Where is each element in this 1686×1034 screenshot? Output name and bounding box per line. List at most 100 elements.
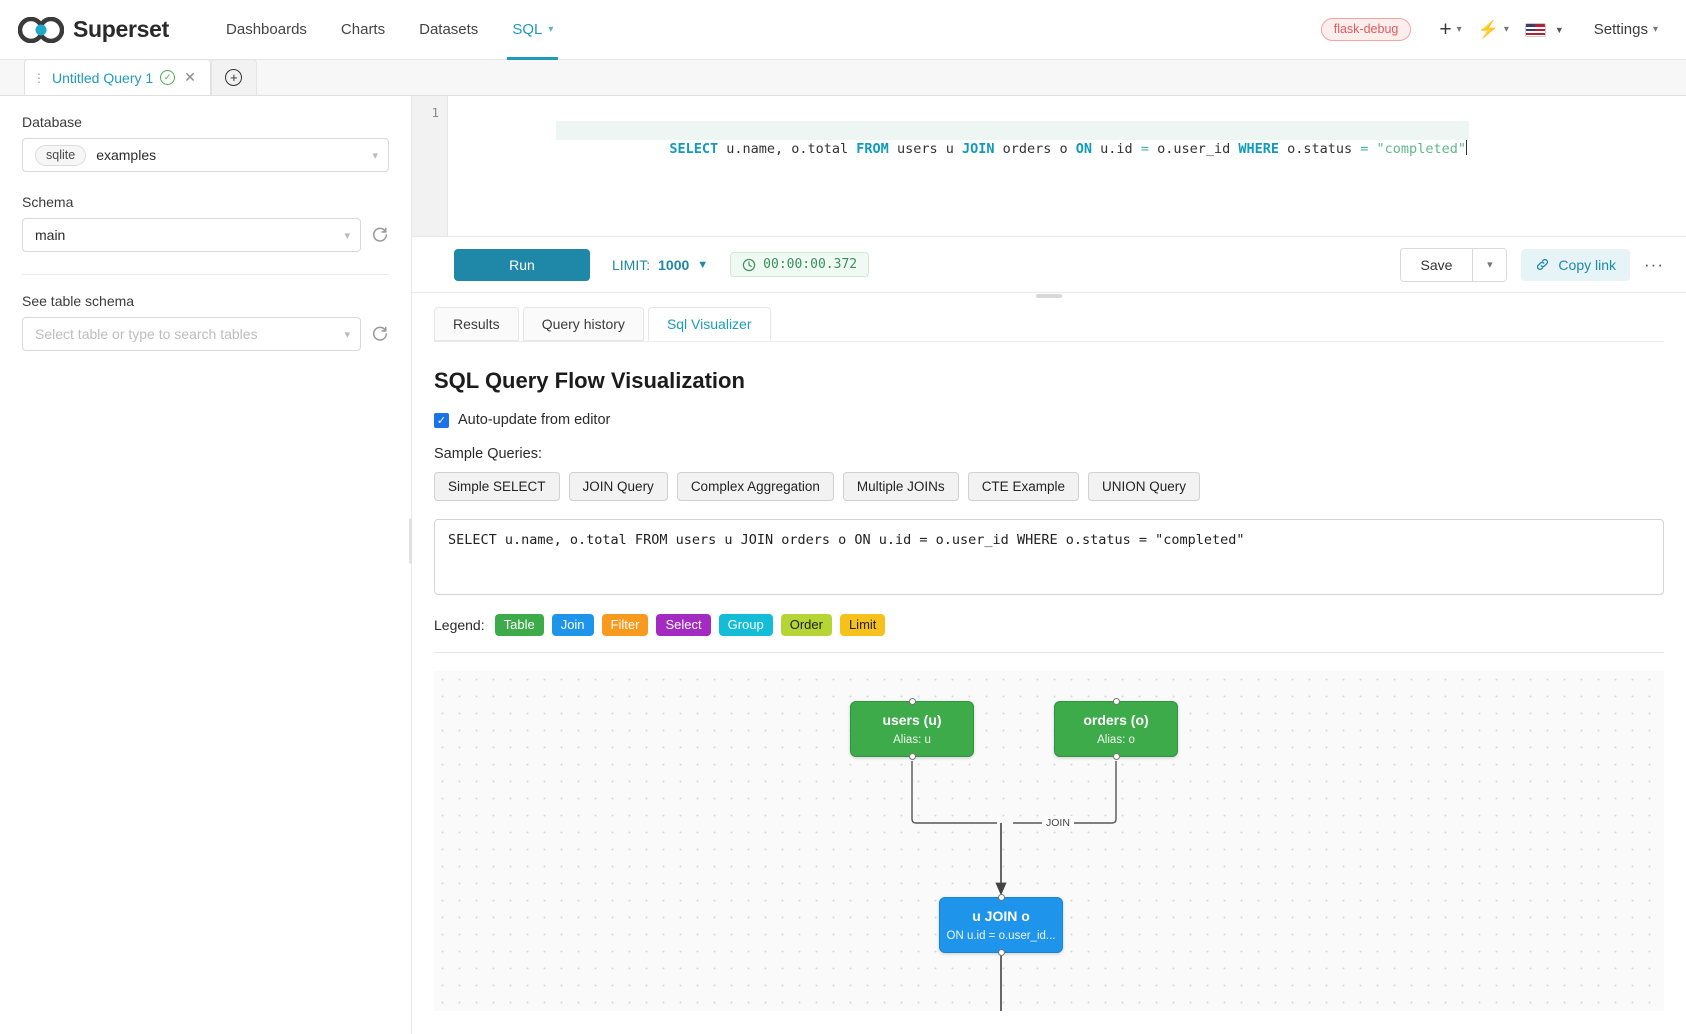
query-tab-label: Untitled Query 1 <box>52 69 154 86</box>
right-editor-panel: 1 SELECT u.name, o.total FROM users u JO… <box>412 96 1686 1034</box>
left-config-panel: Database sqlite examples ▾ Schema main ▾ <box>0 96 414 1034</box>
copy-link-button[interactable]: Copy link <box>1521 248 1631 281</box>
result-tabs: Results Query history Sql Visualizer <box>412 293 1686 341</box>
settings-label: Settings <box>1593 21 1648 38</box>
chevron-down-icon: ▾ <box>372 149 378 162</box>
language-picker[interactable]: ▼ <box>1519 19 1570 41</box>
legend-chip-table: Table <box>494 614 544 636</box>
port-top-icon <box>908 698 916 705</box>
toolbar-right-group: Save ▾ Copy link ··· <box>1399 247 1665 282</box>
tab-query-history[interactable]: Query history <box>522 307 644 341</box>
sql-input-textarea[interactable] <box>434 519 1664 595</box>
token-completed: "completed" <box>1368 141 1466 157</box>
plus-icon: + <box>1439 18 1452 41</box>
port-bottom-icon <box>997 949 1005 956</box>
token-join: JOIN <box>961 141 995 157</box>
table-select[interactable]: Select table or type to search tables ▾ <box>22 317 361 351</box>
node-users[interactable]: users (u) Alias: u <box>850 698 974 760</box>
caret-down-icon: ▼ <box>1554 24 1564 35</box>
top-navbar: Superset Dashboards Charts Datasets SQL … <box>0 0 1686 60</box>
flow-canvas[interactable]: JOIN users (u) Alias: u orders (o) Alias… <box>434 671 1664 1011</box>
token-users: users u <box>888 141 962 157</box>
brand-logo-group[interactable]: Superset <box>18 16 169 43</box>
nav-link-dashboards[interactable]: Dashboards <box>209 0 324 60</box>
sample-btn-cte-example[interactable]: CTE Example <box>967 472 1079 501</box>
node-orders[interactable]: orders (o) Alias: o <box>1054 698 1178 760</box>
auto-update-checkbox[interactable]: ✓ <box>434 412 449 428</box>
add-query-tab-button[interactable]: + <box>210 59 257 95</box>
legend-divider <box>434 652 1664 653</box>
refresh-tables-icon[interactable] <box>371 325 389 343</box>
sample-btn-join-query[interactable]: JOIN Query <box>568 472 668 501</box>
chevron-down-icon: ▾ <box>1503 24 1509 35</box>
legend-chip-join: Join <box>551 614 594 636</box>
sample-btn-multiple-joins[interactable]: Multiple JOINs <box>842 472 959 501</box>
edge-label-join: JOIN <box>1042 816 1074 830</box>
token-where: WHERE <box>1238 141 1279 157</box>
superset-logo-icon <box>18 16 64 43</box>
query-timer: 00:00:00.372 <box>730 252 870 277</box>
nav-link-dashboards-label: Dashboards <box>226 21 307 38</box>
copy-link-label: Copy link <box>1558 256 1617 273</box>
legend-chip-filter: Filter <box>601 614 649 636</box>
port-bottom-icon <box>908 753 916 760</box>
panel-divider <box>22 274 389 275</box>
query-tab-bar: ⋮ Untitled Query 1 ✓ ✕ + <box>0 59 1686 96</box>
ace-editor[interactable]: 1 SELECT u.name, o.total FROM users u JO… <box>412 96 1686 236</box>
editor-split-resize-handle[interactable] <box>1036 294 1062 298</box>
save-button[interactable]: Save <box>1400 248 1473 281</box>
editor-line-1: SELECT u.name, o.total FROM users u JOIN… <box>555 121 1469 157</box>
quick-actions-button[interactable]: ⚡ ▾ <box>1472 17 1515 42</box>
port-top-icon <box>1112 698 1120 705</box>
refresh-schema-icon[interactable] <box>371 226 389 244</box>
link-icon <box>1537 258 1549 271</box>
legend-chip-group: Group <box>718 614 773 636</box>
schema-label: Schema <box>22 194 74 210</box>
tab-sql-visualizer[interactable]: Sql Visualizer <box>647 307 771 341</box>
limit-dropdown[interactable]: LIMIT: 1000 ▼ <box>612 257 708 273</box>
editor-code-area[interactable]: SELECT u.name, o.total FROM users u JOIN… <box>448 96 1686 236</box>
auto-update-row: ✓ Auto-update from editor <box>434 412 1664 428</box>
sample-query-buttons: Simple SELECT JOIN Query Complex Aggrega… <box>434 472 1664 501</box>
more-options-icon[interactable]: ··· <box>1644 254 1664 274</box>
tab-results[interactable]: Results <box>434 307 519 341</box>
nav-link-sql-label: SQL <box>512 21 543 38</box>
close-icon[interactable]: ✕ <box>184 69 196 85</box>
new-item-button[interactable]: + ▾ <box>1433 15 1467 44</box>
drag-dots-icon: ⋮ <box>33 70 45 85</box>
database-value: examples <box>96 147 157 163</box>
query-tab-untitled-query-1[interactable]: ⋮ Untitled Query 1 ✓ ✕ <box>24 59 211 95</box>
node-join[interactable]: u JOIN o ON u.id = o.user_id... <box>939 894 1063 956</box>
auto-update-label: Auto-update from editor <box>458 412 611 428</box>
token-orders: orders o <box>994 141 1076 157</box>
node-orders-title: orders (o) <box>1083 712 1149 728</box>
save-dropdown-chevron-down-icon[interactable]: ▾ <box>1472 248 1507 281</box>
nav-link-datasets[interactable]: Datasets <box>402 0 495 60</box>
chevron-down-icon: ▾ <box>344 229 350 242</box>
nav-link-sql[interactable]: SQL ▾ <box>495 0 570 60</box>
nav-link-charts[interactable]: Charts <box>324 0 402 60</box>
node-join-title: u JOIN o <box>972 908 1030 924</box>
chevron-down-icon: ▾ <box>344 328 350 341</box>
port-bottom-icon <box>1112 753 1120 760</box>
database-select[interactable]: sqlite examples ▾ <box>22 138 389 172</box>
main-body: Database sqlite examples ▾ Schema main ▾ <box>0 96 1686 1034</box>
node-users-subtitle: Alias: u <box>893 734 931 746</box>
sample-btn-union-query[interactable]: UNION Query <box>1087 472 1200 501</box>
schema-value: main <box>35 227 66 243</box>
panel-resize-handle[interactable] <box>409 518 414 565</box>
timer-value: 00:00:00.372 <box>763 257 858 272</box>
run-button[interactable]: Run <box>454 248 590 281</box>
database-field-group: Database sqlite examples ▾ <box>22 114 389 172</box>
token-from: FROM <box>856 141 889 157</box>
editor-toolbar: Run LIMIT: 1000 ▼ 00:00:00.372 Save <box>412 237 1686 298</box>
schema-select[interactable]: main ▾ <box>22 218 361 252</box>
sample-btn-simple-select[interactable]: Simple SELECT <box>434 472 560 501</box>
us-flag-icon <box>1524 22 1546 37</box>
nav-link-charts-label: Charts <box>340 21 386 38</box>
flow-edges <box>911 761 1117 1011</box>
settings-menu[interactable]: Settings ▾ <box>1574 17 1664 42</box>
page-title: SQL Query Flow Visualization <box>434 368 745 393</box>
sample-btn-complex-aggregation[interactable]: Complex Aggregation <box>676 472 834 501</box>
limit-value: 1000 <box>658 256 690 273</box>
